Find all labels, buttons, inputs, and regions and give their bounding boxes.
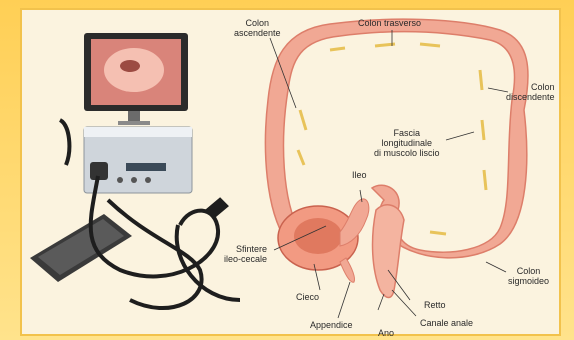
label-ano: Ano xyxy=(378,328,394,338)
label-colon-sigmoideo: Colon sigmoideo xyxy=(508,266,549,286)
label-retto: Retto xyxy=(424,300,446,310)
label-ileo: Ileo xyxy=(352,170,367,180)
label-appendice: Appendice xyxy=(310,320,353,330)
label-colon-ascendente: Colon ascendente xyxy=(234,18,281,38)
monitor xyxy=(84,33,188,125)
label-canale-anale: Canale anale xyxy=(420,318,473,328)
processor-unit xyxy=(84,127,192,193)
label-sfintere-ileo-cecale: Sfintere ileo-cecale xyxy=(224,244,267,264)
label-fascia-longitudinale: Fascia longitudinale di muscolo liscio xyxy=(374,128,440,158)
colon xyxy=(265,19,528,297)
label-colon-trasverso: Colon trasverso xyxy=(358,18,421,28)
label-cieco: Cieco xyxy=(296,292,319,302)
keyboard xyxy=(30,214,132,282)
label-colon-discendente: Colon discendente xyxy=(506,82,555,102)
